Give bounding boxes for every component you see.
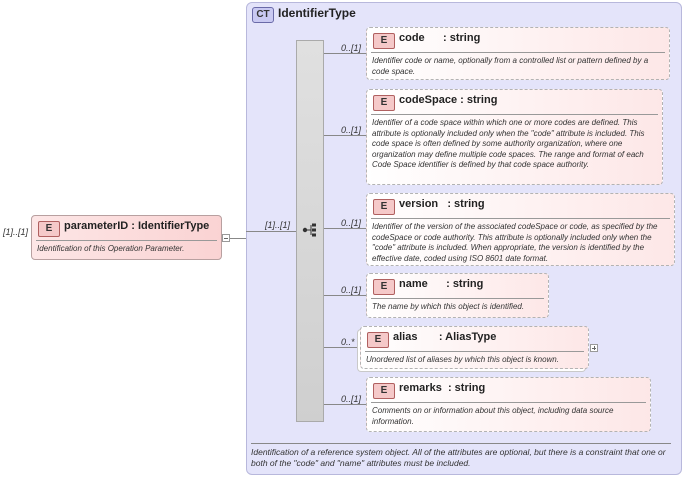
element-code[interactable]: E code : string Identifier code or name,… xyxy=(366,27,670,80)
element-badge: E xyxy=(373,95,395,111)
connector-line xyxy=(324,53,366,54)
element-badge: E xyxy=(373,279,395,295)
element-cardinality: 0..[1] xyxy=(341,394,362,404)
complex-type-badge: CT xyxy=(252,7,274,23)
element-description: Identifier of the version of the associa… xyxy=(372,222,658,263)
sequence-cardinality: [1]..[1] xyxy=(265,220,291,230)
element-codespace[interactable]: E codeSpace : string Identifier of a cod… xyxy=(366,89,663,185)
element-alias[interactable]: E alias : AliasType Unordered list of al… xyxy=(360,326,589,369)
element-cardinality: 0..[1] xyxy=(341,218,362,228)
element-remarks[interactable]: E remarks : string Comments on or inform… xyxy=(366,377,651,432)
divider xyxy=(371,402,646,403)
element-badge: E xyxy=(373,33,395,49)
element-badge: E xyxy=(373,199,395,215)
element-badge: E xyxy=(38,221,60,237)
element-description: Unordered list of aliases by which this … xyxy=(366,355,559,364)
element-cardinality: 0..[1] xyxy=(341,125,362,135)
complex-type-description: Identification of a reference system obj… xyxy=(251,443,671,469)
divider xyxy=(371,218,670,219)
element-version[interactable]: E version : string Identifier of the ver… xyxy=(366,193,675,266)
divider xyxy=(371,114,658,115)
element-description: Identifier code or name, optionally from… xyxy=(372,56,649,76)
element-name: code : string xyxy=(399,32,481,44)
element-description: Identifier of a code space within which … xyxy=(372,118,645,169)
connector-line xyxy=(324,347,360,348)
element-name: alias : AliasType xyxy=(393,331,497,343)
divider xyxy=(365,351,584,352)
root-cardinality: [1]..[1] xyxy=(3,227,29,237)
element-description: The name by which this object is identif… xyxy=(372,302,525,311)
connector-line xyxy=(324,295,366,296)
divider xyxy=(36,240,217,241)
connector-line xyxy=(324,228,366,229)
connector-line xyxy=(324,135,366,136)
sequence-compositor[interactable] xyxy=(296,40,324,422)
element-description: Comments on or information about this ob… xyxy=(372,406,614,426)
connector-line xyxy=(246,231,296,232)
divider xyxy=(371,52,665,53)
element-name: name : string xyxy=(399,278,484,290)
collapse-icon[interactable] xyxy=(222,234,230,242)
connector-line xyxy=(230,238,246,239)
element-badge: E xyxy=(373,383,395,399)
element-name-field[interactable]: E name : string The name by which this o… xyxy=(366,273,549,318)
element-name: remarks : string xyxy=(399,382,486,394)
element-badge: E xyxy=(367,332,389,348)
root-element-box[interactable]: E parameterID : IdentifierType Identific… xyxy=(31,215,222,260)
root-element-description: Identification of this Operation Paramet… xyxy=(37,244,185,253)
element-cardinality: 0..* xyxy=(341,337,355,347)
sequence-icon xyxy=(302,223,316,237)
connector-line xyxy=(324,404,366,405)
expand-icon[interactable] xyxy=(590,344,598,352)
root-element-name: parameterID : IdentifierType xyxy=(64,220,210,232)
divider xyxy=(371,298,544,299)
element-cardinality: 0..[1] xyxy=(341,285,362,295)
element-name: version : string xyxy=(399,198,485,210)
element-name: codeSpace : string xyxy=(399,94,498,106)
complex-type-name: IdentifierType xyxy=(278,6,356,20)
element-cardinality: 0..[1] xyxy=(341,43,362,53)
